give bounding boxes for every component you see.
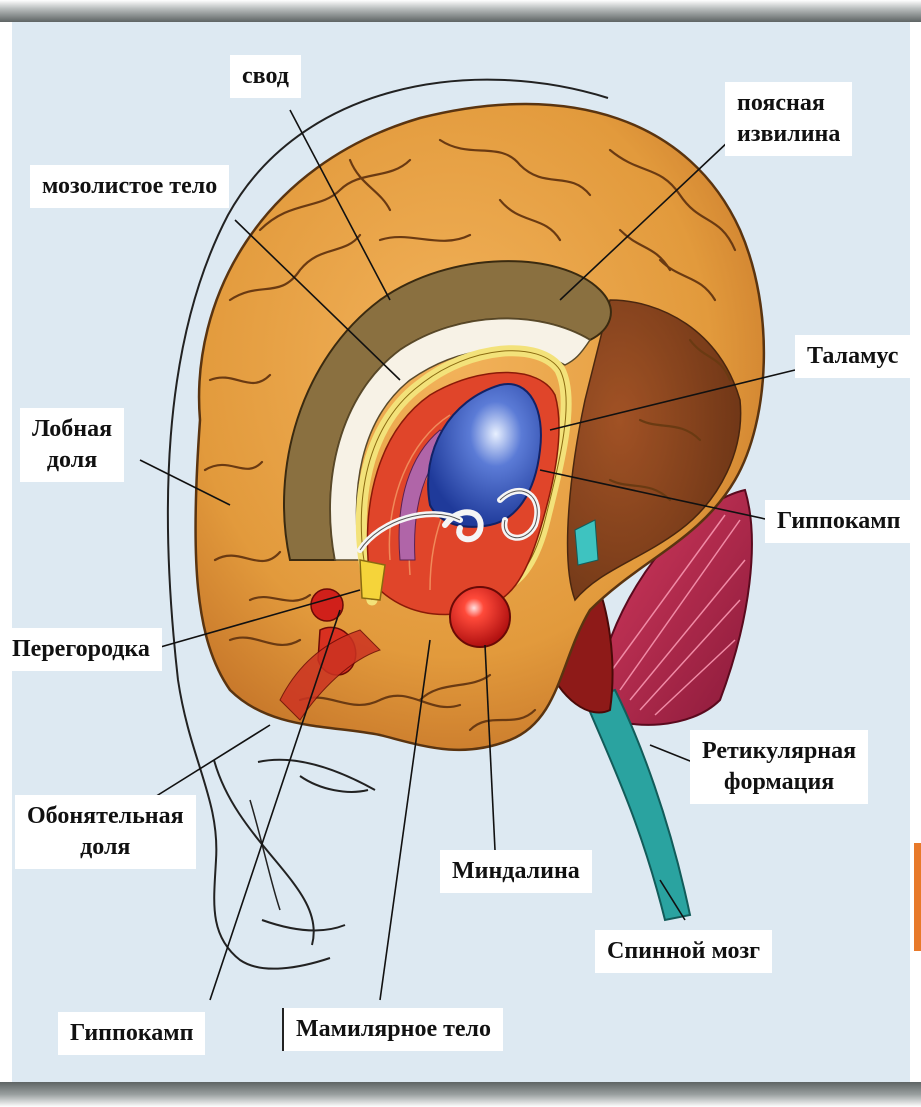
label-poyasnaya-izvilina: поясная извилина	[725, 82, 852, 156]
label-spinnoy-text: Спинной мозг	[607, 936, 760, 967]
label-lobnaya-dolya: Лобная доля	[20, 408, 124, 482]
label-mindalina: Миндалина	[440, 850, 592, 893]
label-mozolistoe-telo: мозолистое тело	[30, 165, 229, 208]
label-svod-text: свод	[242, 61, 289, 92]
label-retikulyarnaya-line1: Ретикулярная	[702, 736, 856, 767]
face-line	[250, 800, 280, 910]
label-poyasnaya-line2: извилина	[737, 119, 840, 150]
label-mamilyarnoe-text: Мамилярное тело	[296, 1014, 491, 1045]
label-gippokamp-right: Гиппокамп	[765, 500, 912, 543]
label-poyasnaya-line1: поясная	[737, 88, 840, 119]
label-svod: свод	[230, 55, 301, 98]
septum	[360, 560, 385, 600]
label-spinnoy-mozg: Спинной мозг	[595, 930, 772, 973]
label-gippokamp-bottom: Гиппокамп	[58, 1012, 205, 1055]
label-peregorodka-text: Перегородка	[12, 634, 150, 665]
bottom-frame-bar	[0, 1082, 921, 1107]
label-obonyatelnaya-dolya: Обонятельная доля	[15, 795, 196, 869]
eye-outline	[258, 760, 375, 792]
label-gippokamp-bottom-text: Гиппокамп	[70, 1018, 193, 1049]
label-lobnaya-line2: доля	[32, 445, 112, 476]
accent-bar	[914, 843, 921, 951]
label-retikulyarnaya-line2: формация	[702, 767, 856, 798]
label-retikulyarnaya-formaciya: Ретикулярная формация	[690, 730, 868, 804]
label-talamus-text: Таламус	[807, 341, 898, 372]
label-mozolistoe-text: мозолистое тело	[42, 171, 217, 202]
label-talamus: Таламус	[795, 335, 910, 378]
label-gippokamp-right-text: Гиппокамп	[777, 506, 900, 537]
label-obonyatelnaya-line1: Обонятельная	[27, 801, 184, 832]
label-obonyatelnaya-line2: доля	[27, 832, 184, 863]
amygdala	[450, 587, 510, 647]
label-mamilyarnoe-telo: Мамилярное тело	[282, 1008, 503, 1051]
label-lobnaya-line1: Лобная	[32, 414, 112, 445]
label-mindalina-text: Миндалина	[452, 856, 580, 887]
label-peregorodka: Перегородка	[0, 628, 162, 671]
